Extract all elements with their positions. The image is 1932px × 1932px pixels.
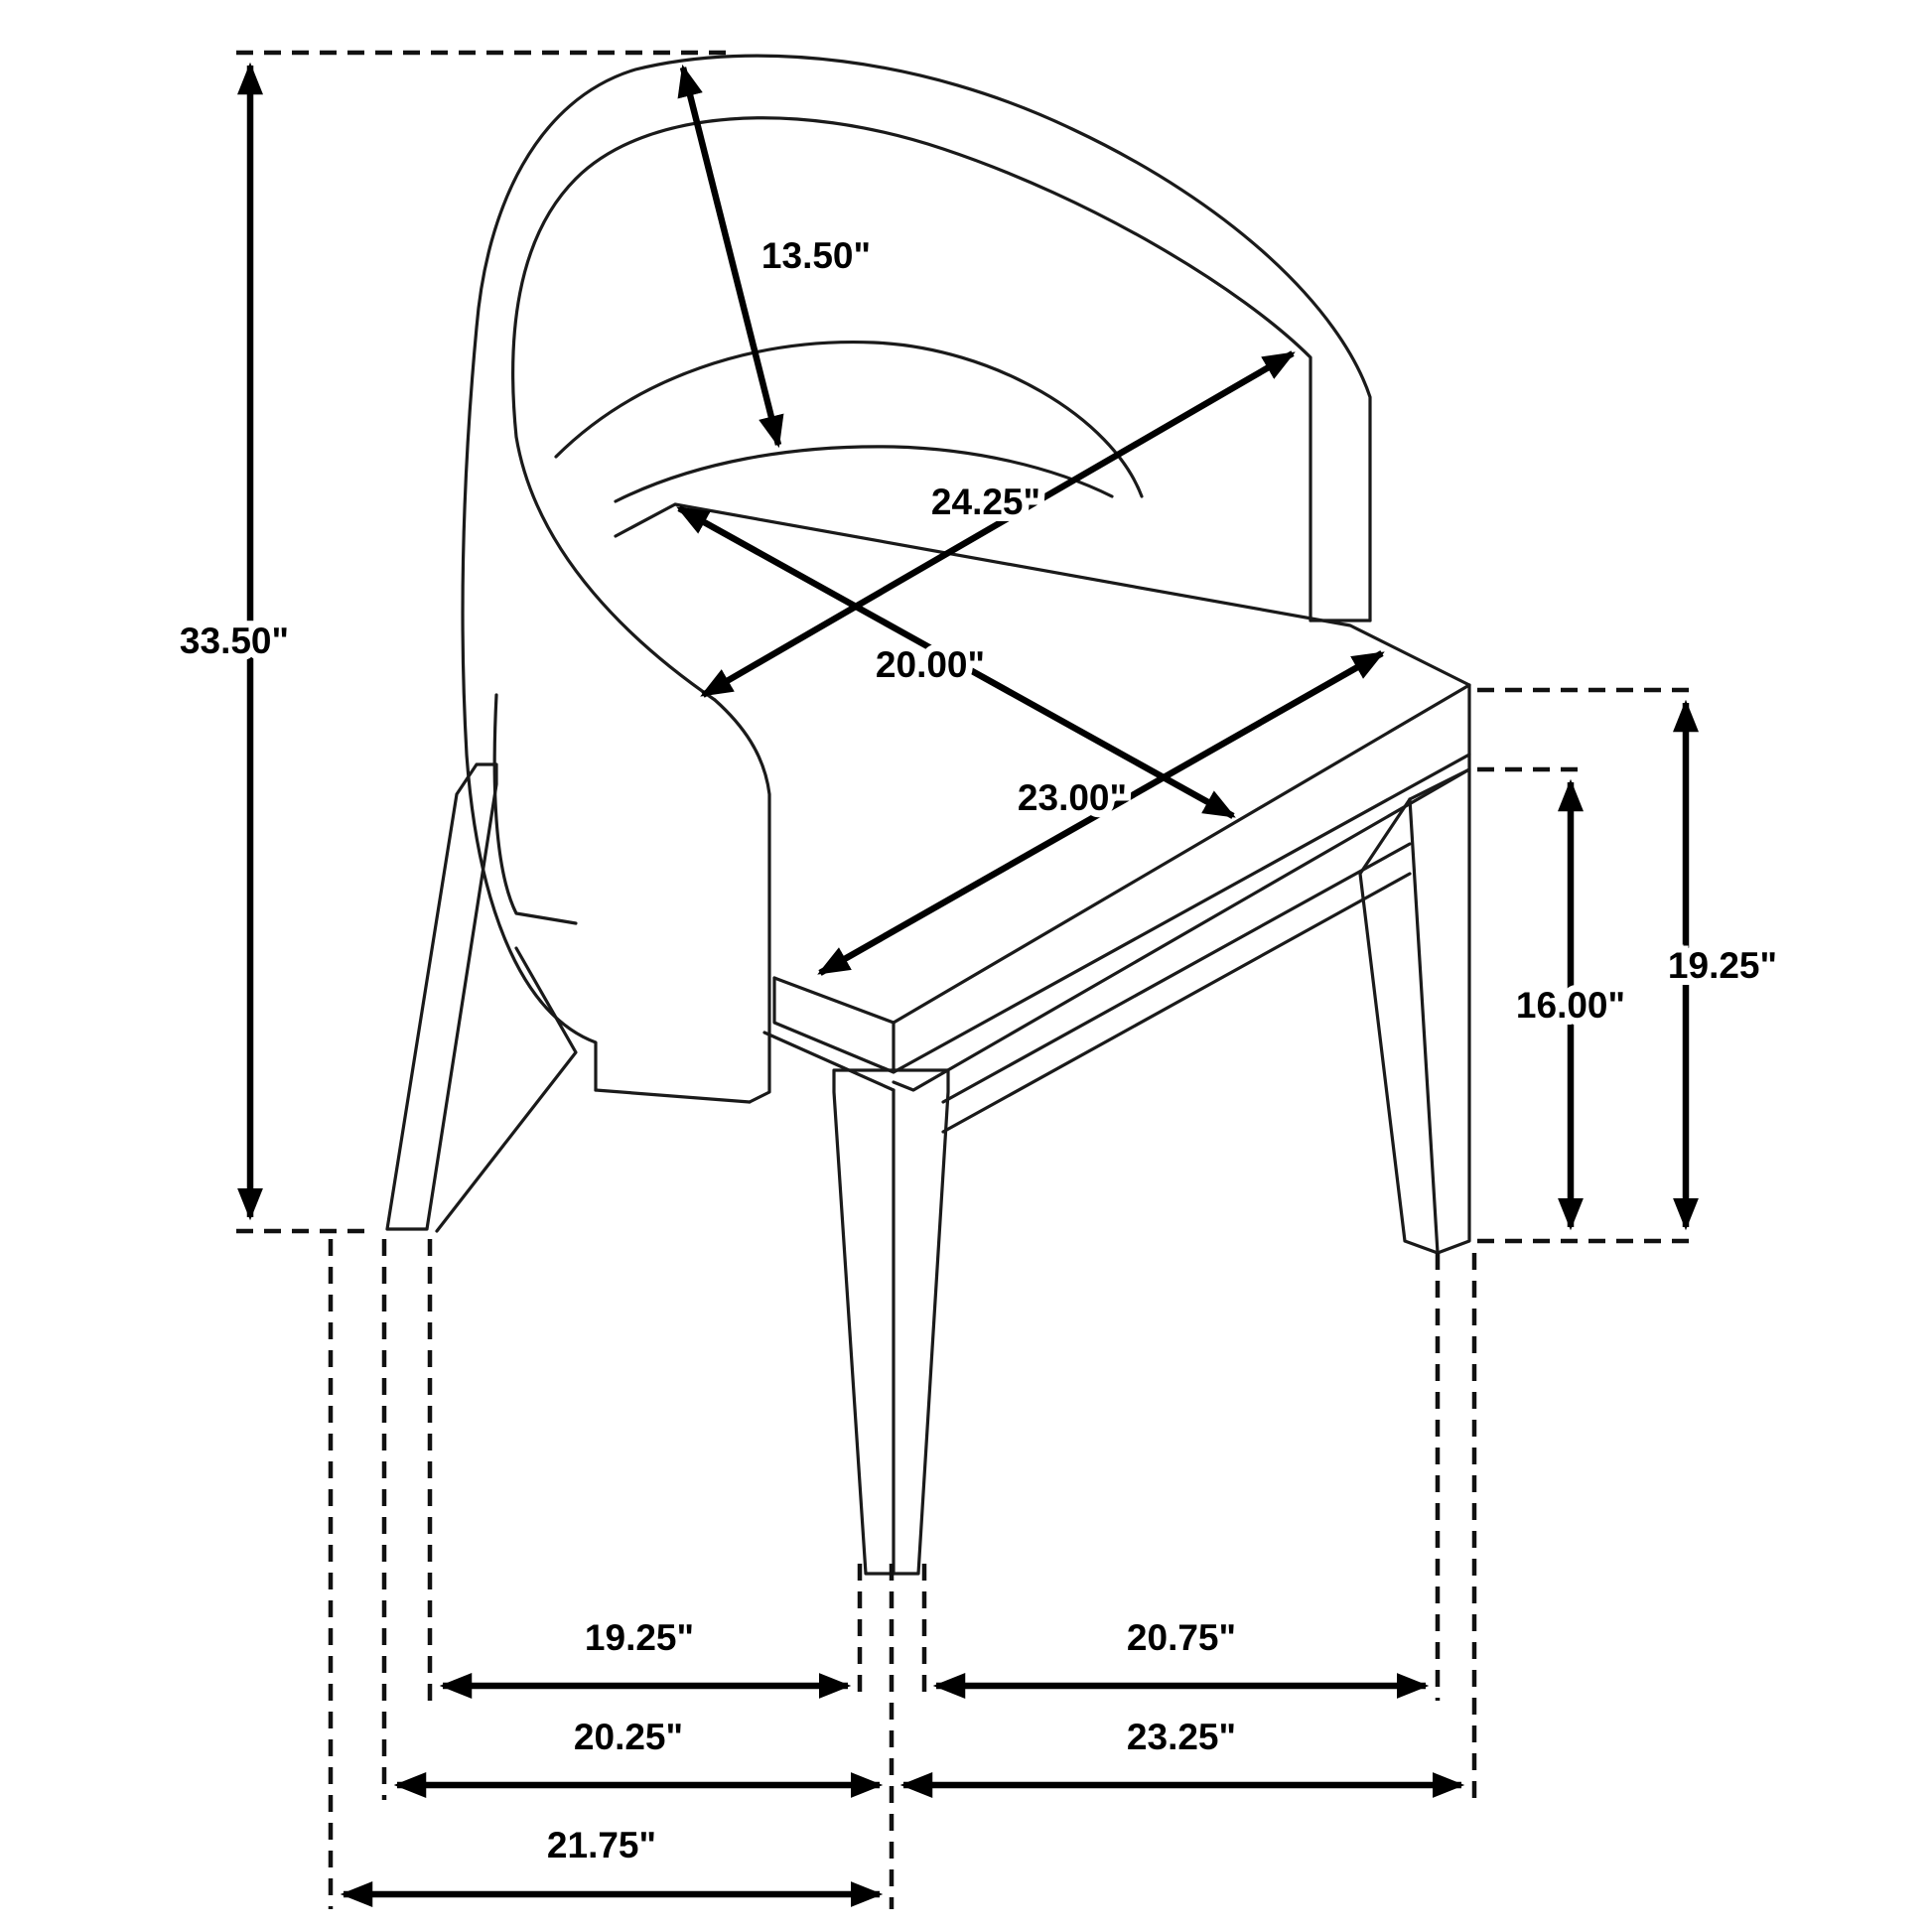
label-leg-span-inner-right: 20.75" [1127,1617,1236,1658]
back-shell-inner [511,116,1312,702]
rear-leg-right [1358,767,1471,1255]
dimension-labels: 33.50" 13.50" 24.25" 20.00" 23.00" 19.25… [173,228,1784,1865]
rear-leg-left [385,762,498,1231]
label-overall-depth: 21.75" [547,1825,656,1865]
dimension-lines [237,62,1699,1907]
label-seat-height: 19.25" [1668,945,1777,986]
arm-left-front [713,698,771,1104]
label-leg-span-mid-left: 20.25" [574,1717,683,1757]
dim-seat-width [817,650,1385,976]
extension-lines [236,50,1700,1909]
left-side-panel [492,693,578,925]
apron-rail [941,842,1412,1134]
arm-left-side [594,1088,752,1104]
front-leg-center [832,1068,950,1576]
chair-outline [385,54,1471,1576]
label-leg-span-mid-right: 23.25" [1127,1717,1236,1757]
seat-front-thickness [772,683,1471,1074]
label-back-inner-height: 13.50" [761,235,871,276]
rear-leg-right-edge [1408,797,1440,1255]
back-shell-outer [461,54,1372,1092]
label-seat-width: 23.00" [1018,777,1127,818]
label-overall-height: 33.50" [180,621,289,661]
rear-leg-left-2 [435,946,578,1233]
label-leg-span-inner-left: 19.25" [585,1617,694,1658]
seat-top [614,502,1471,1025]
label-overall-width: 24.25" [931,482,1040,522]
label-seat-depth: 20.00" [876,644,985,685]
label-apron-height: 16.00" [1516,985,1625,1026]
